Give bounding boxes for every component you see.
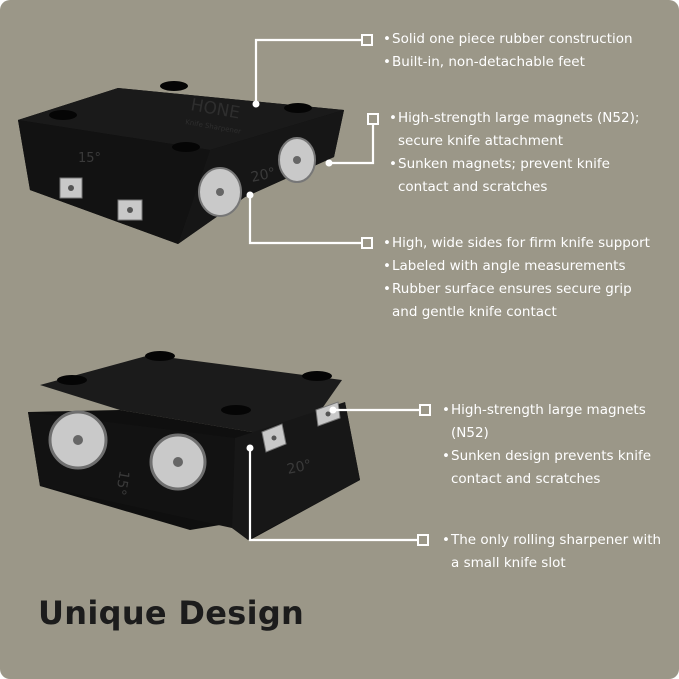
top-sharpener-image: HONE Knife Sharpener 15° 20° [18, 81, 344, 244]
callout-item: Solid one piece rubber construction [383, 28, 663, 51]
angle-20-label: 20° [286, 457, 314, 478]
callout-item: High-strength large magnets (N52); secur… [389, 107, 659, 153]
callout-item: High-strength large magnets (N52) [442, 399, 662, 445]
callout-item: Rubber surface ensures secure grip and g… [383, 278, 653, 324]
callout-markers [361, 34, 431, 546]
callout-sides: High, wide sides for firm knife support … [383, 232, 653, 324]
bottom-sharpener-image: 15° 20° [28, 351, 360, 540]
angle-20-label: 20° [250, 165, 278, 186]
callout-item: The only rolling sharpener with a small … [442, 529, 662, 575]
callout-slot: The only rolling sharpener with a small … [442, 529, 662, 575]
callout-item: Sunken design prevents knife contact and… [442, 445, 662, 491]
page-title: Unique Design [38, 594, 305, 632]
angle-15-label: 15° [112, 469, 132, 496]
leader-anchor-dots [246, 100, 337, 452]
callout-magnets-bottom: High-strength large magnets (N52) Sunken… [442, 399, 662, 491]
callout-magnets-top: High-strength large magnets (N52); secur… [389, 107, 659, 199]
callout-item: Labeled with angle measurements [383, 255, 653, 278]
leader-lines [248, 38, 420, 542]
angle-15-label: 15° [78, 151, 101, 166]
callout-item: Sunken magnets; prevent knife contact an… [389, 153, 659, 199]
callout-construction: Solid one piece rubber construction Buil… [383, 28, 663, 74]
callout-item: Built-in, non-detachable feet [383, 51, 663, 74]
callout-item: High, wide sides for firm knife support [383, 232, 653, 255]
